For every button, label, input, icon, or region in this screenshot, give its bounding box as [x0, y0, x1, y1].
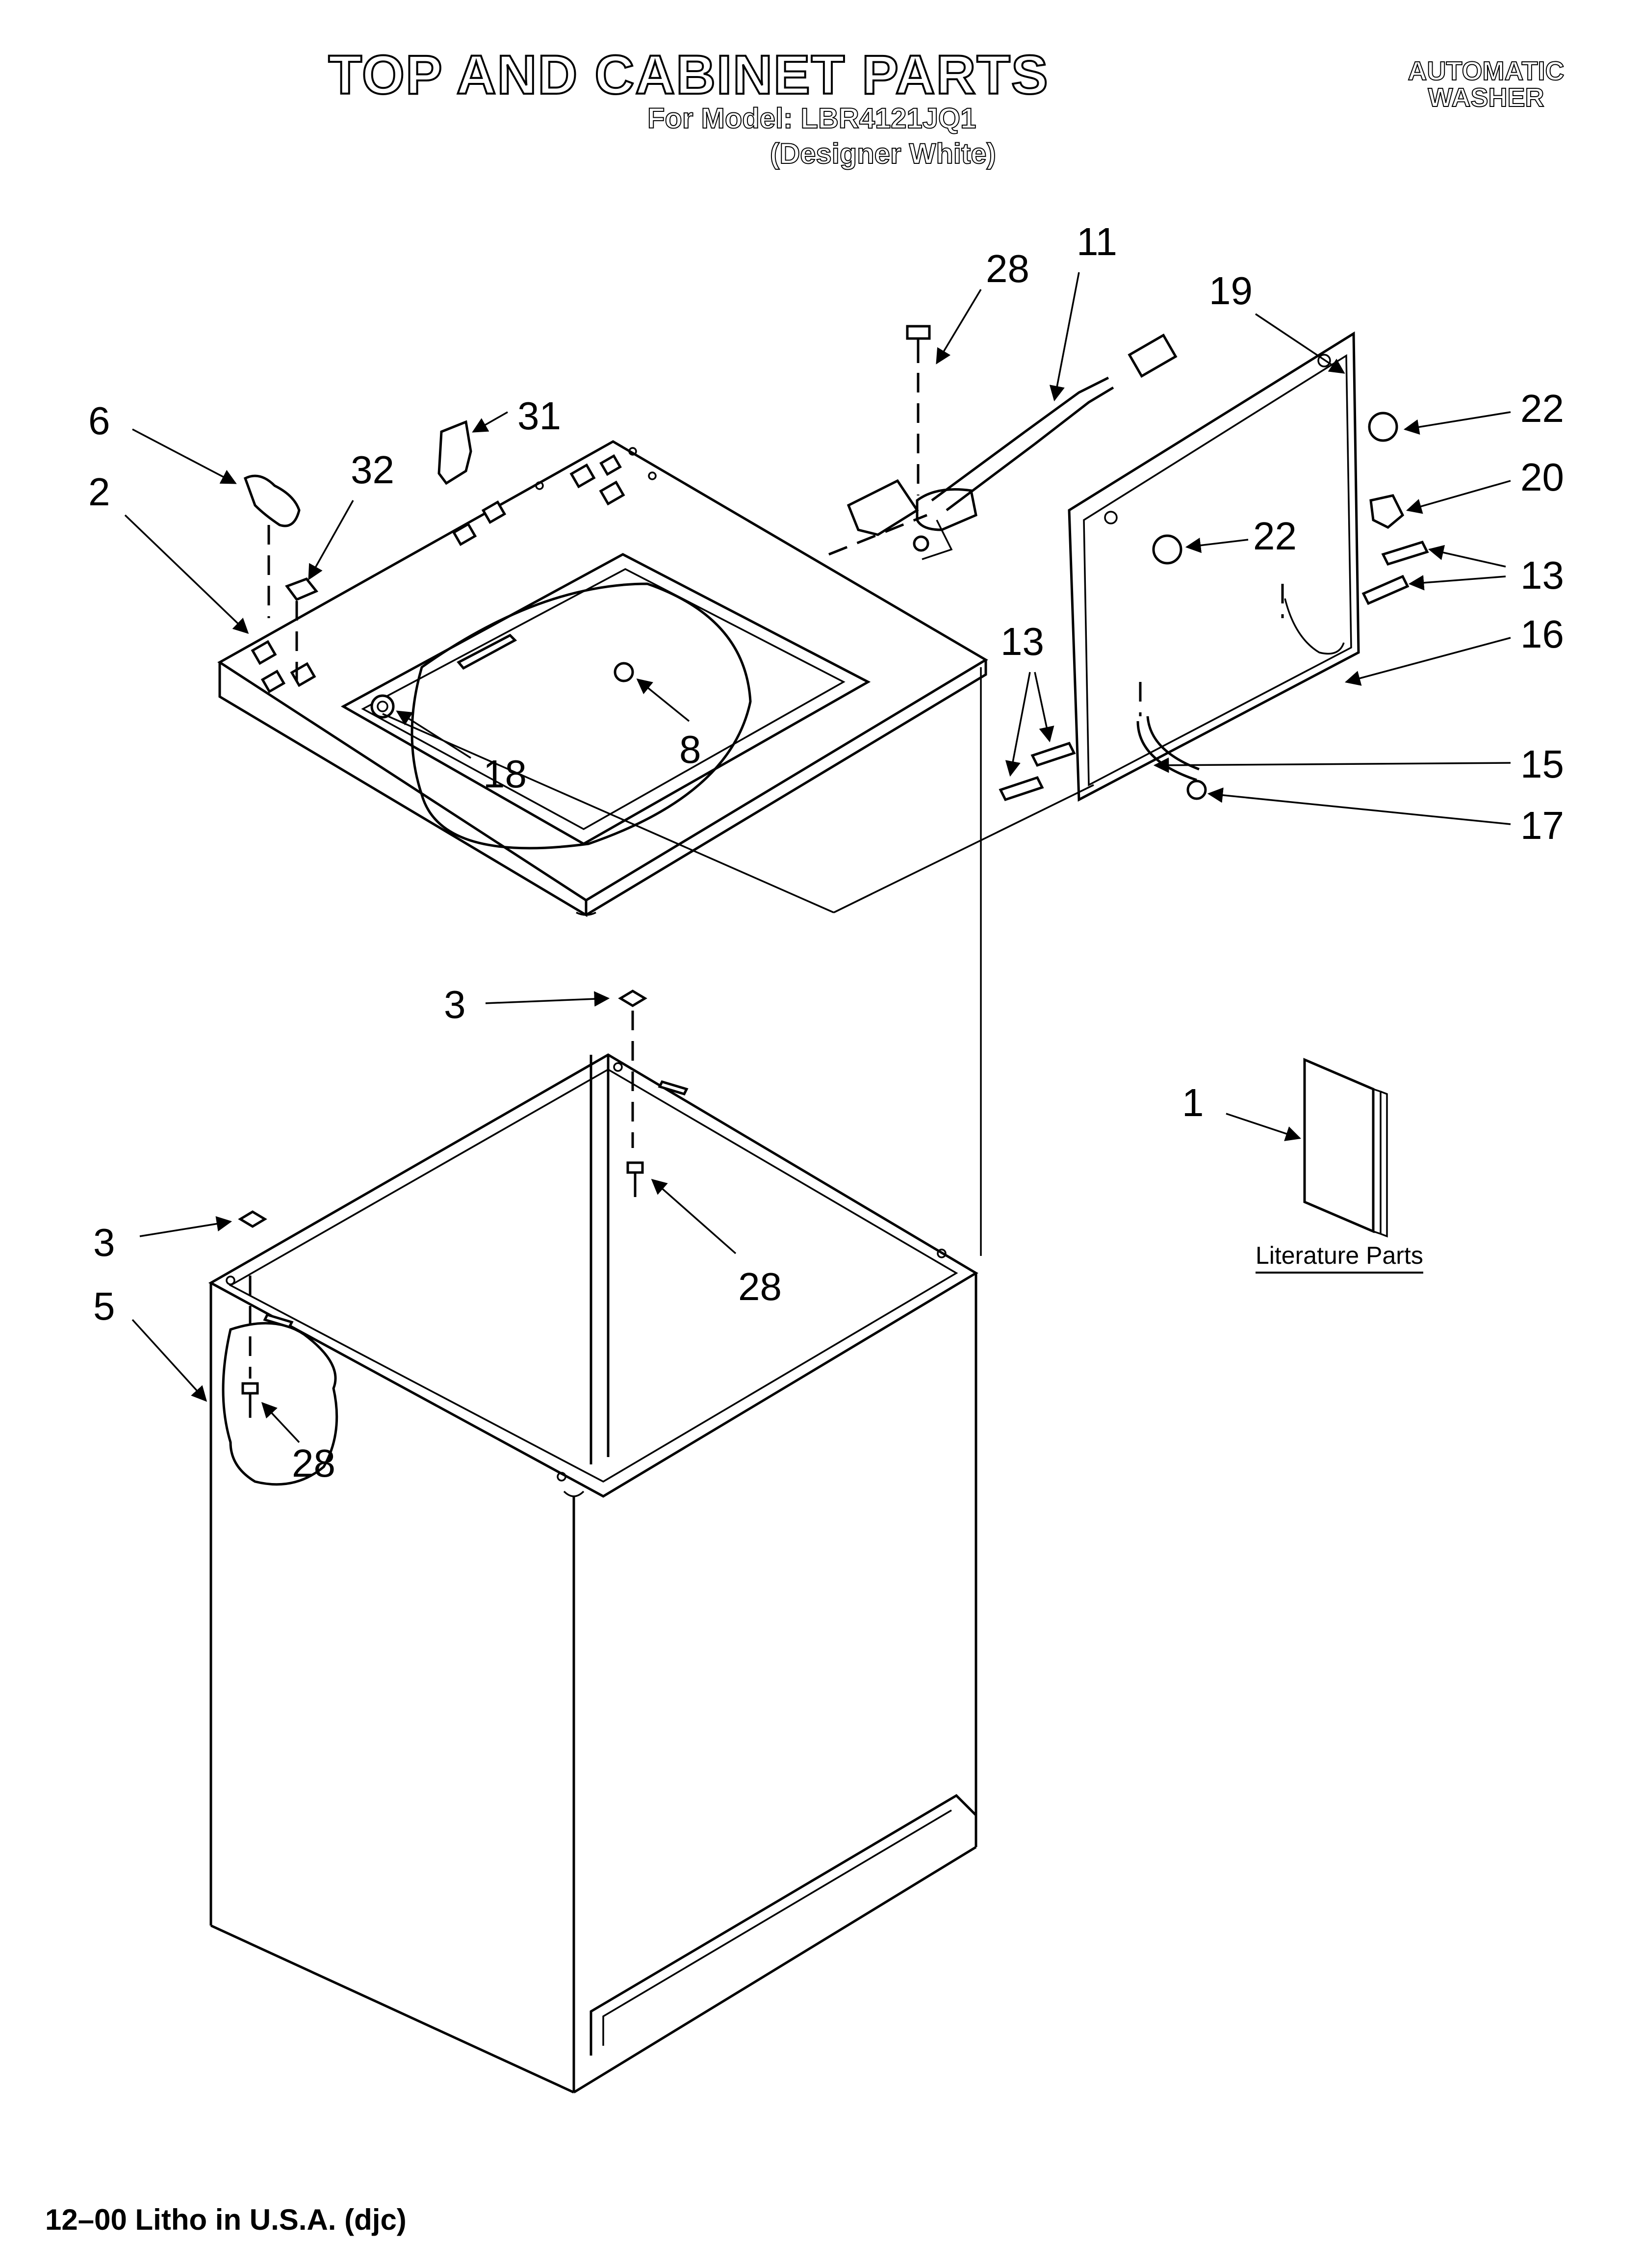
spring-nut [285, 577, 319, 687]
callout-20: 20 [1520, 455, 1564, 499]
literature-caption: Literature Parts [1256, 1241, 1423, 1274]
callout-8: 8 [679, 728, 701, 771]
page-title: TOP AND CABINET PARTS [327, 43, 1049, 106]
callout-13-left: 13 [1001, 620, 1044, 663]
screw-cabinet-upper [626, 1161, 644, 1197]
callout-28-cutaway: 28 [292, 1441, 335, 1485]
callout-3-upper: 3 [444, 983, 466, 1026]
clip-nut-upper [618, 990, 647, 1148]
callout-22-center: 22 [1253, 514, 1297, 558]
callout-32: 32 [351, 448, 394, 492]
screws-13-right [1361, 540, 1429, 605]
callout-11: 11 [1077, 220, 1117, 263]
product-type-line-2: WASHER [1427, 83, 1544, 112]
callout-16: 16 [1520, 612, 1564, 656]
callout-28-cabinet: 28 [738, 1265, 782, 1308]
callout-6: 6 [88, 399, 110, 443]
lid-switch-actuator [437, 420, 472, 485]
screw-harness [906, 325, 931, 495]
footer-print-info: 12–00 Litho in U.S.A. (djc) [45, 2203, 407, 2236]
clip-nut-lower [238, 1210, 267, 1228]
callout-28-harness: 28 [986, 247, 1029, 290]
model-number: For Model: LBR4121JQ1 [647, 102, 976, 135]
cabinet [208, 1053, 978, 2094]
callout-5: 5 [93, 1284, 115, 1328]
callout-15: 15 [1520, 742, 1564, 786]
callout-2: 2 [88, 470, 110, 514]
console-frame [1068, 331, 1360, 802]
hinge-clip [243, 474, 301, 618]
model-color: (Designer White) [770, 137, 997, 170]
callout-1: 1 [1182, 1081, 1204, 1124]
callout-18: 18 [483, 752, 527, 796]
literature-booklet [1303, 1058, 1388, 1238]
product-type-line-1: AUTOMATIC [1408, 56, 1565, 86]
product-type: AUTOMATIC WASHER [1403, 56, 1569, 112]
callout-13-right: 13 [1520, 553, 1564, 597]
knob-22-right [1368, 412, 1398, 442]
button-20 [1369, 494, 1405, 529]
wire-harness [828, 333, 1178, 560]
callout-3-lower: 3 [93, 1221, 115, 1264]
leader-arrows [124, 272, 1511, 1443]
screws-13-left [999, 741, 1076, 802]
knob-22-center [1152, 534, 1182, 565]
callout-22-right: 22 [1520, 387, 1564, 430]
washer-top [217, 440, 1094, 917]
callout-31: 31 [517, 394, 561, 438]
callout-17: 17 [1520, 804, 1564, 847]
callout-19: 19 [1209, 269, 1253, 313]
